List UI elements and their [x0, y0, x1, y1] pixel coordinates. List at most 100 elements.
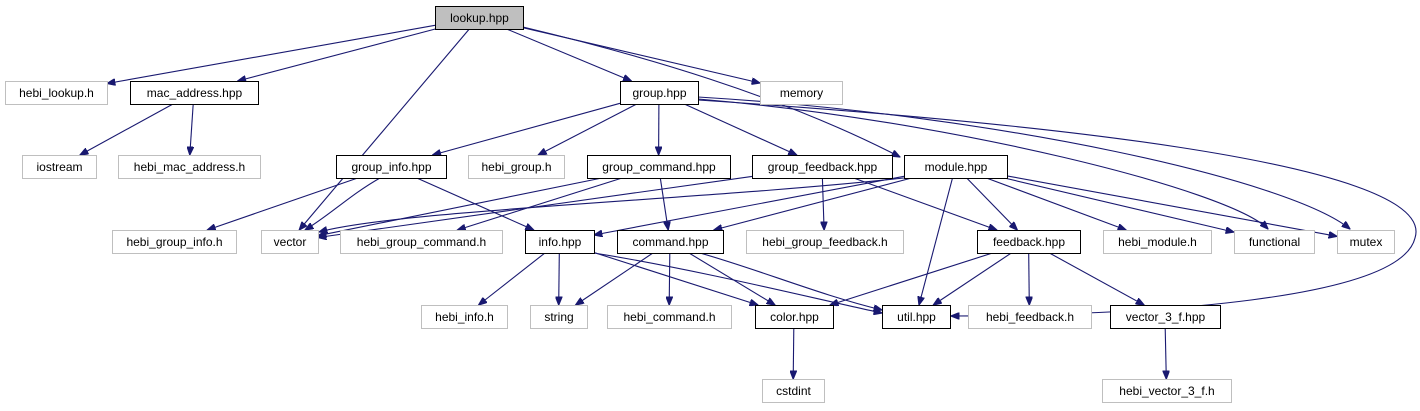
node-label: group.hpp	[632, 86, 686, 100]
node-label: hebi_group_info.h	[126, 235, 222, 249]
node-box	[1103, 230, 1212, 254]
edge-mac-address-hpp-to-iostream	[80, 103, 174, 155]
node-label: cstdint	[776, 384, 811, 398]
node-label: group_feedback.hpp	[768, 160, 878, 174]
node-util-hpp[interactable]: util.hpp	[882, 305, 951, 329]
edge-group-info-hpp-to-vector	[305, 177, 381, 230]
node-box[interactable]	[755, 305, 834, 329]
node-box	[1102, 379, 1232, 403]
edge-vector-3-f-hpp-to-hebi-vector-3-f-h	[1165, 327, 1166, 379]
node-label: color.hpp	[770, 310, 819, 324]
node-box	[421, 305, 508, 329]
node-box	[340, 230, 503, 254]
node-iostream: iostream	[22, 155, 97, 179]
edge-module-hpp-to-util-hpp	[919, 177, 954, 305]
node-box	[607, 305, 732, 329]
node-hebi-lookup-h: hebi_lookup.h	[5, 81, 108, 105]
node-box	[1234, 230, 1315, 254]
edge-info-hpp-to-util-hpp	[593, 252, 882, 313]
node-box[interactable]	[336, 155, 447, 179]
node-module-hpp[interactable]: module.hpp	[904, 155, 1008, 179]
node-box[interactable]	[752, 155, 893, 179]
node-label: mac_address.hpp	[147, 86, 243, 100]
edge-color-hpp-to-cstdint	[793, 327, 794, 379]
node-cstdint: cstdint	[762, 379, 825, 403]
node-label: hebi_module.h	[1118, 235, 1197, 249]
node-box	[261, 230, 319, 254]
edge-command-hpp-to-hebi-command-h	[669, 252, 670, 305]
node-label: hebi_feedback.h	[986, 310, 1074, 324]
node-label: string	[544, 310, 573, 324]
edge-group-command-hpp-to-vector	[318, 177, 603, 236]
node-label: memory	[780, 86, 823, 100]
edge-module-hpp-to-mutex	[1006, 175, 1337, 236]
node-box[interactable]	[587, 155, 731, 179]
edge-group-hpp-to-mutex	[697, 96, 1350, 229]
edge-group-feedback-hpp-to-hebi-group-feedback-h	[822, 177, 824, 230]
node-box[interactable]	[1110, 305, 1221, 329]
node-hebi-command-h: hebi_command.h	[607, 305, 732, 329]
node-info-hpp[interactable]: info.hpp	[525, 230, 595, 254]
node-mutex: mutex	[1337, 230, 1395, 254]
dependency-edges	[80, 24, 1417, 379]
edge-info-hpp-to-hebi-info-h	[479, 252, 546, 305]
node-label: hebi_group_command.h	[357, 235, 486, 249]
node-hebi-group-command-h: hebi_group_command.h	[340, 230, 503, 254]
edge-lookup-hpp-to-hebi-lookup-h	[107, 24, 436, 83]
edge-lookup-hpp-to-group-hpp	[506, 28, 632, 81]
node-feedback-hpp[interactable]: feedback.hpp	[977, 230, 1081, 254]
node-label: group_command.hpp	[602, 160, 716, 174]
node-box[interactable]	[882, 305, 951, 329]
node-memory: memory	[760, 81, 843, 105]
node-hebi-group-info-h: hebi_group_info.h	[112, 230, 237, 254]
edge-feedback-hpp-to-vector-3-f-hpp	[1049, 252, 1144, 305]
edge-module-hpp-to-hebi-module-h	[986, 177, 1126, 230]
node-group-feedback-hpp[interactable]: group_feedback.hpp	[752, 155, 893, 179]
node-label: iostream	[36, 160, 82, 174]
node-hebi-module-h: hebi_module.h	[1103, 230, 1212, 254]
node-box[interactable]	[525, 230, 595, 254]
node-hebi-info-h: hebi_info.h	[421, 305, 508, 329]
edge-module-hpp-to-vector	[319, 177, 905, 232]
node-box[interactable]	[620, 81, 699, 105]
node-label: hebi_vector_3_f.h	[1119, 384, 1214, 398]
node-hebi-feedback-h: hebi_feedback.h	[968, 305, 1092, 329]
node-group-hpp[interactable]: group.hpp	[620, 81, 699, 105]
node-label: vector_3_f.hpp	[1126, 310, 1206, 324]
edge-module-hpp-to-command-hpp	[714, 177, 912, 230]
node-box[interactable]	[435, 6, 524, 30]
node-box[interactable]	[977, 230, 1081, 254]
edge-module-hpp-to-feedback-hpp	[966, 177, 1018, 230]
edge-group-hpp-to-group-feedback-hpp	[684, 103, 796, 155]
node-box	[968, 305, 1092, 329]
node-group-info-hpp[interactable]: group_info.hpp	[336, 155, 447, 179]
node-hebi-mac-address-h: hebi_mac_address.h	[118, 155, 261, 179]
node-label: hebi_lookup.h	[19, 86, 94, 100]
edge-command-hpp-to-string	[576, 252, 654, 305]
edge-info-hpp-to-string	[559, 252, 560, 305]
edge-lookup-hpp-to-module-hpp	[522, 26, 900, 157]
edge-command-hpp-to-color-hpp	[688, 252, 775, 305]
node-label: lookup.hpp	[450, 11, 509, 25]
edge-group-hpp-to-functional	[697, 98, 1268, 229]
edge-command-hpp-to-util-hpp	[699, 252, 882, 310]
edge-lookup-hpp-to-vector	[299, 28, 470, 230]
node-label: hebi_group.h	[481, 160, 551, 174]
node-group-command-hpp[interactable]: group_command.hpp	[587, 155, 731, 179]
node-mac-address-hpp[interactable]: mac_address.hpp	[130, 81, 259, 105]
node-lookup-hpp[interactable]: lookup.hpp	[435, 6, 524, 30]
edge-group-info-hpp-to-hebi-group-info-h	[207, 177, 358, 230]
node-functional: functional	[1234, 230, 1315, 254]
node-box	[746, 230, 904, 254]
node-box[interactable]	[904, 155, 1008, 179]
node-color-hpp[interactable]: color.hpp	[755, 305, 834, 329]
node-vector-3-f-hpp[interactable]: vector_3_f.hpp	[1110, 305, 1221, 329]
node-box[interactable]	[617, 230, 724, 254]
node-command-hpp[interactable]: command.hpp	[617, 230, 724, 254]
edge-module-hpp-to-functional	[1004, 177, 1234, 232]
edge-group-command-hpp-to-hebi-group-command-h	[457, 177, 623, 230]
node-box[interactable]	[130, 81, 259, 105]
edge-group-hpp-to-hebi-group-h	[538, 103, 638, 155]
